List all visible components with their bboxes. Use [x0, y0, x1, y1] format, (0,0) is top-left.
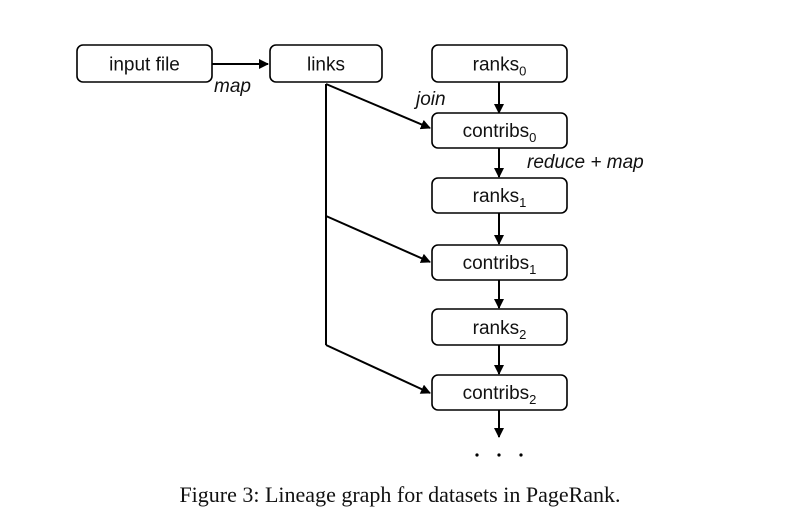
svg-text:links: links [307, 55, 345, 76]
svg-text:contribs1: contribs1 [463, 253, 537, 277]
svg-text:contribs0: contribs0 [463, 121, 537, 145]
edge-links-to-contribs1 [325, 215, 431, 263]
continuation-dots [475, 453, 523, 457]
edge-links-to-contribs2 [325, 344, 431, 394]
edges [212, 59, 504, 438]
node-subscript: 2 [529, 392, 536, 407]
node-subscript: 1 [519, 195, 526, 210]
node-contribs-0: contribs0 [431, 112, 568, 149]
node-label: ranks [473, 318, 519, 339]
edge-label-map: map [214, 76, 251, 97]
node-label: input file [109, 55, 180, 76]
node-label: contribs [463, 383, 530, 404]
node-links: links [269, 44, 383, 83]
node-subscript: 1 [529, 262, 536, 277]
node-input-file: input file [76, 44, 213, 83]
node-ranks-2: ranks2 [431, 308, 568, 346]
node-subscript: 0 [519, 64, 526, 79]
figure-caption: Figure 3: Lineage graph for datasets in … [179, 482, 621, 507]
node-contribs-1: contribs1 [431, 244, 568, 281]
node-label: links [307, 55, 345, 76]
node-ranks-0: ranks0 [431, 44, 568, 83]
edge-label-reduce-map: reduce + map [527, 152, 644, 173]
svg-text:input file: input file [109, 55, 180, 76]
svg-text:ranks1: ranks1 [473, 186, 527, 210]
node-label: ranks [473, 186, 519, 207]
svg-text:contribs2: contribs2 [463, 383, 537, 407]
edge-label-join: join [413, 89, 446, 110]
edge-links-to-contribs0 [325, 83, 431, 130]
svg-text:ranks0: ranks0 [473, 55, 527, 79]
svg-text:ranks2: ranks2 [473, 318, 527, 342]
node-label: contribs [463, 253, 530, 274]
node-ranks-1: ranks1 [431, 177, 568, 214]
node-contribs-2: contribs2 [431, 374, 568, 411]
node-subscript: 2 [519, 327, 526, 342]
node-subscript: 0 [529, 130, 536, 145]
node-label: contribs [463, 121, 530, 142]
node-label: ranks [473, 55, 519, 76]
